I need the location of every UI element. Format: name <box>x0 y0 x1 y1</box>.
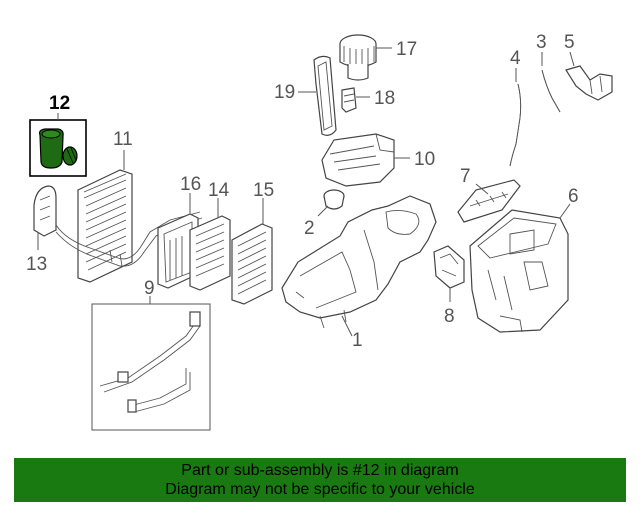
callout-15: 15 <box>253 180 274 201</box>
callout-14: 14 <box>208 180 230 201</box>
part-19-panel <box>313 55 337 136</box>
callout-11: 11 <box>113 129 133 150</box>
callout-3: 3 <box>536 32 547 53</box>
part-9-wiring <box>99 311 201 413</box>
part-3-duct <box>541 69 561 113</box>
part-18-resistor <box>341 87 357 113</box>
callout-16: 16 <box>180 174 201 195</box>
part-2-grommet <box>323 189 345 210</box>
callout-6: 6 <box>568 186 579 207</box>
banner-line-1: Part or sub-assembly is #12 in diagram <box>181 462 459 479</box>
callout-4: 4 <box>510 48 521 69</box>
part-12-drawing[interactable] <box>38 128 78 169</box>
part-6-housing <box>469 209 569 333</box>
callout-13: 13 <box>26 254 47 275</box>
part-10-filter-housing <box>321 133 395 187</box>
callout-1: 1 <box>352 330 363 351</box>
callout-2: 2 <box>304 218 315 239</box>
info-banner: Part or sub-assembly is #12 in diagram D… <box>14 458 626 502</box>
callout-17: 17 <box>396 39 417 60</box>
part-17-blower <box>339 34 377 81</box>
callout-8: 8 <box>444 306 455 327</box>
part-7-bracket <box>457 179 521 223</box>
callout-18: 18 <box>374 88 395 109</box>
part-14-heater-core <box>189 215 231 291</box>
callout-19: 19 <box>274 82 295 103</box>
part-15-core <box>231 223 273 305</box>
callout-7: 7 <box>460 166 471 187</box>
part-4-hose <box>509 83 522 167</box>
part-13-pipes <box>33 185 203 267</box>
callout-12: 12 <box>49 93 70 114</box>
callout-10: 10 <box>414 149 435 170</box>
banner-line-2: Diagram may not be specific to your vehi… <box>165 481 475 498</box>
part-1-housing <box>281 195 437 329</box>
callout-9: 9 <box>144 278 155 299</box>
part-8-actuator <box>433 245 465 289</box>
part-11-evaporator <box>77 169 133 283</box>
callout-5: 5 <box>564 32 575 53</box>
part-5-connector <box>565 65 613 101</box>
